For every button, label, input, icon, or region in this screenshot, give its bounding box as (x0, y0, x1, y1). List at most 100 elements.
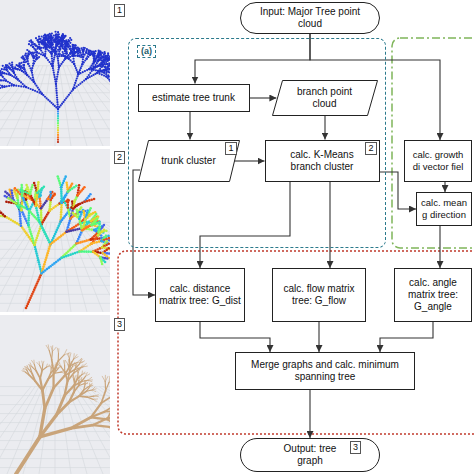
point-cloud-dot (78, 54, 80, 56)
point-cloud-panel (0, 0, 110, 146)
point-cloud-dot (68, 94, 70, 96)
grid-line (59, 66, 71, 146)
point-cloud-dot (61, 45, 63, 47)
cluster-dot (79, 222, 82, 225)
cluster-panel (0, 149, 110, 312)
point-cloud-dot (50, 35, 52, 37)
point-cloud-dot (37, 40, 39, 42)
cluster-dot (27, 224, 30, 227)
panel-ground (0, 0, 110, 146)
cluster-dot (36, 254, 39, 257)
point-cloud-dot (79, 51, 81, 53)
point-cloud-dot (105, 68, 107, 70)
point-cloud-dot (80, 47, 82, 49)
point-cloud-dot (55, 83, 57, 85)
point-cloud-dot (103, 59, 105, 61)
point-cloud-dot (30, 69, 32, 71)
point-cloud-dot (26, 58, 28, 60)
point-cloud-dot (88, 68, 90, 70)
point-cloud-dot (61, 41, 63, 43)
point-cloud-dot (98, 73, 100, 75)
cluster-dot (65, 230, 68, 233)
point-cloud-dot (57, 108, 59, 110)
cluster-dot (69, 219, 72, 222)
point-cloud-dot (29, 77, 31, 79)
cluster-dot (48, 247, 51, 250)
point-cloud-dot (99, 59, 101, 61)
cluster-dot (84, 218, 87, 221)
point-cloud-dot (32, 65, 34, 67)
cluster-dot (27, 188, 30, 191)
point-cloud-dot (23, 68, 25, 70)
cluster-dot (22, 190, 25, 193)
point-cloud-dot (57, 31, 59, 33)
point-cloud-dot (26, 74, 28, 76)
cluster-dot (96, 217, 99, 220)
point-cloud-dot (32, 62, 34, 64)
point-cloud-dot (57, 108, 59, 110)
point-cloud-dot (62, 53, 64, 55)
point-cloud-dot (73, 63, 75, 65)
point-cloud-dot (69, 56, 71, 58)
point-cloud-dot (23, 68, 25, 70)
point-cloud-dot (0, 74, 2, 76)
point-cloud-dot (58, 38, 60, 40)
point-cloud-dot (89, 72, 91, 74)
point-cloud-dot (96, 72, 98, 74)
cluster-dot (90, 198, 93, 201)
point-cloud-dot (2, 76, 4, 78)
point-cloud-dot (5, 68, 7, 70)
point-cloud-dot (57, 55, 59, 57)
point-cloud-dot (68, 58, 70, 60)
point-cloud-dot (66, 48, 68, 50)
point-cloud-dot (88, 68, 90, 70)
point-cloud-dot (15, 76, 17, 78)
point-cloud-dot (99, 68, 101, 70)
cluster-dot (98, 225, 101, 228)
point-cloud-dot (3, 72, 5, 74)
point-cloud-dot (91, 70, 93, 72)
cluster-dot (38, 261, 41, 264)
point-cloud-dot (72, 55, 74, 57)
cluster-dot (88, 228, 91, 231)
cluster-dot (19, 215, 22, 218)
point-cloud-dot (85, 78, 87, 80)
point-cloud-dot (22, 83, 24, 85)
grid-line (7, 222, 43, 312)
point-cloud-dot (70, 50, 72, 52)
point-cloud-dot (66, 52, 68, 54)
cluster-dot (88, 199, 91, 202)
point-cloud-dot (31, 42, 33, 44)
cluster-dot (77, 238, 80, 241)
point-cloud-dot (13, 84, 15, 86)
point-cloud-dot (33, 81, 35, 83)
point-cloud-dot (52, 37, 54, 39)
point-cloud-dot (52, 61, 54, 63)
point-cloud-dot (7, 70, 9, 72)
cluster-dot (66, 204, 69, 207)
grid-line (95, 66, 110, 146)
cluster-dot (39, 225, 42, 228)
point-cloud-dot (57, 69, 59, 71)
point-cloud-dot (6, 85, 8, 87)
point-cloud-dot (59, 48, 61, 50)
point-cloud-dot (52, 63, 54, 65)
grid-line (79, 222, 110, 312)
cluster-dot (0, 210, 1, 213)
point-cloud-dot (0, 87, 1, 89)
point-cloud-dot (9, 74, 11, 76)
point-cloud-dot (47, 46, 49, 48)
cluster-dot (105, 230, 108, 233)
point-cloud-dot (52, 103, 54, 105)
point-cloud-dot (57, 58, 59, 60)
cluster-dot (35, 239, 38, 242)
point-cloud-dot (50, 35, 52, 37)
cluster-dot (83, 201, 86, 204)
cluster-dot (40, 209, 43, 212)
point-cloud-dot (16, 68, 18, 70)
point-cloud-dot (0, 74, 2, 76)
point-cloud-dot (85, 52, 87, 54)
grid-line (39, 222, 51, 312)
cluster-dot (33, 244, 36, 247)
cluster-dot (66, 198, 69, 201)
